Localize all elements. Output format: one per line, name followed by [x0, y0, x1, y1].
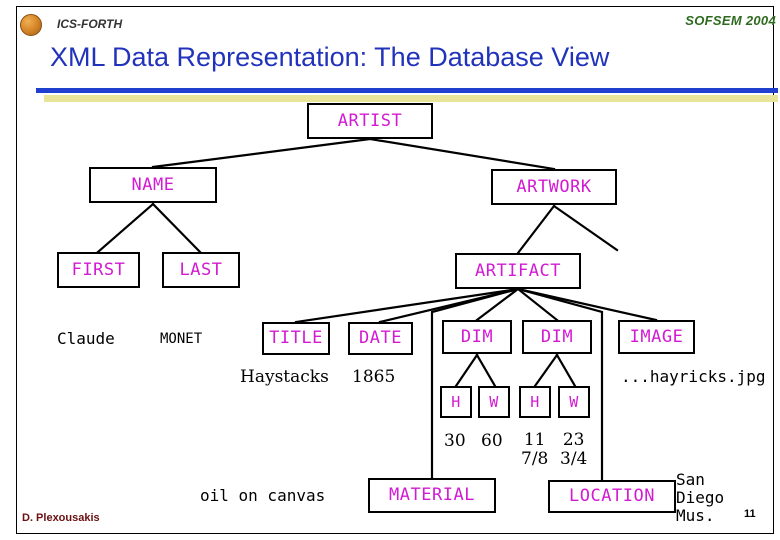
location-value: San Diego Mus.	[676, 470, 725, 525]
tree-node-dim-2-height[interactable]: H	[519, 386, 551, 418]
tree-node-material[interactable]: MATERIAL	[368, 478, 496, 513]
tree-node-location[interactable]: LOCATION	[548, 480, 676, 513]
tree-node-artist[interactable]: ARTIST	[307, 103, 433, 139]
tree-node-last[interactable]: LAST	[162, 252, 240, 288]
tree-node-name[interactable]: NAME	[89, 167, 217, 203]
material-value: oil on canvas	[200, 486, 326, 505]
header-divider-yellow	[44, 95, 778, 102]
page-title: XML Data Representation: The Database Vi…	[50, 42, 610, 72]
ics-forth-logo-icon	[20, 14, 42, 36]
dim-1-width-value: 60	[481, 431, 503, 451]
image-value: ...hayricks.jpg	[621, 367, 766, 386]
header-divider-blue	[36, 88, 778, 93]
tree-node-dim-1-width[interactable]: W	[478, 386, 510, 418]
slide-number: 11	[744, 508, 756, 520]
tree-node-first[interactable]: FIRST	[57, 252, 140, 288]
date-value: 1865	[352, 367, 396, 387]
tree-node-artifact[interactable]: ARTIFACT	[455, 253, 581, 289]
tree-node-dim-1-height[interactable]: H	[440, 386, 472, 418]
organization-label: ICS-FORTH	[57, 17, 123, 31]
title-value: Haystacks	[240, 367, 329, 387]
tree-node-date[interactable]: DATE	[348, 322, 413, 355]
first-value: Claude	[57, 329, 115, 348]
tree-node-dim-2-width[interactable]: W	[558, 386, 590, 418]
tree-node-title[interactable]: TITLE	[262, 322, 330, 355]
dim-2-height-value: 11 7/8	[521, 430, 549, 470]
tree-node-image[interactable]: IMAGE	[618, 320, 695, 354]
tree-node-dim-1[interactable]: DIM	[442, 320, 512, 354]
tree-node-artwork[interactable]: ARTWORK	[491, 169, 617, 205]
tree-node-dim-2[interactable]: DIM	[522, 320, 592, 354]
author-label: D. Plexousakis	[22, 512, 100, 524]
conference-label: SOFSEM 2004	[685, 13, 776, 28]
dim-2-width-value: 23 3/4	[560, 430, 588, 470]
last-value: MONET	[160, 331, 203, 347]
dim-1-height-value: 30	[444, 431, 466, 451]
